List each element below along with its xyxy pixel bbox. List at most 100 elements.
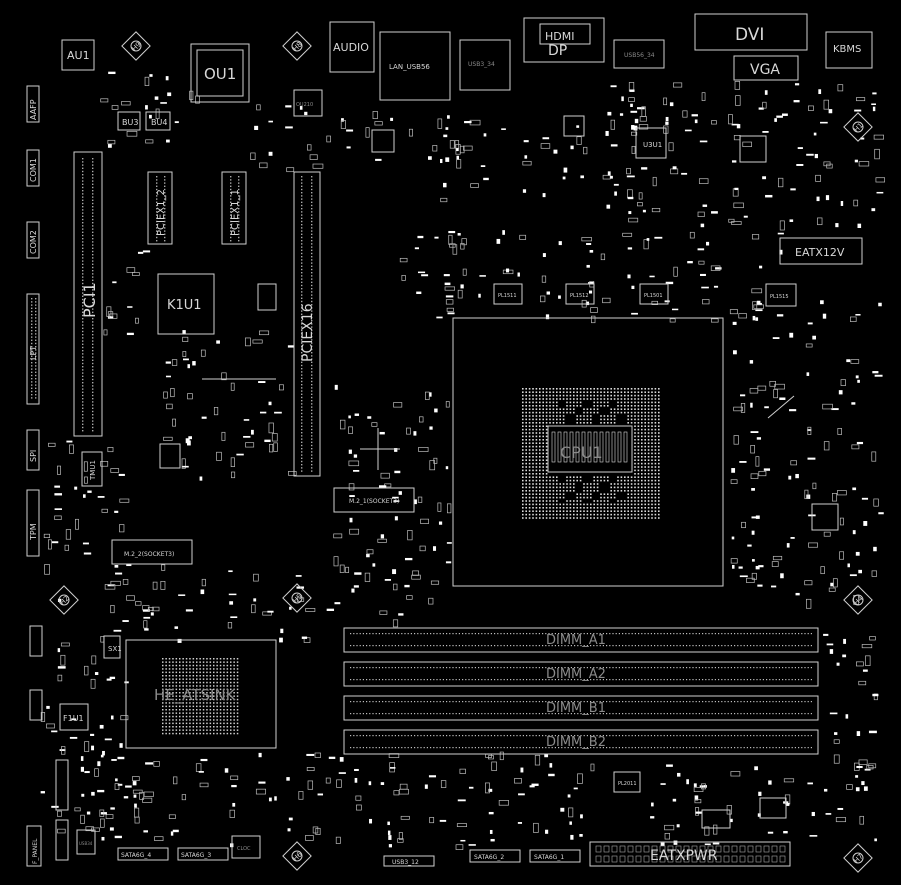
dimm-pin (574, 645, 576, 647)
pch-ball (175, 729, 178, 731)
dimm-pin (542, 701, 544, 703)
cpu-pin (627, 391, 629, 393)
pch-ball (162, 732, 164, 735)
cpu-pin (549, 500, 551, 502)
passive-component (456, 823, 467, 828)
pch-ball (168, 726, 171, 728)
label-sata6g-3: SATA6G_3 (181, 852, 211, 859)
pch-ball (172, 661, 174, 663)
pcie-pin (238, 179, 240, 181)
pci-pin (82, 327, 84, 329)
dimm-pin (743, 735, 745, 737)
pch-ball (196, 726, 198, 728)
passive-component (449, 140, 455, 149)
dimm-pin (548, 701, 550, 703)
solder-pad (490, 838, 495, 842)
solder-pad (627, 247, 633, 250)
cpu-pin (566, 479, 568, 482)
cpu-pin (600, 422, 602, 424)
cpu-pin (634, 500, 636, 502)
pci-pin (82, 308, 84, 310)
dimm-pin (353, 735, 355, 737)
cpu-pin (542, 503, 544, 506)
pch-ball (226, 678, 229, 680)
cpu-pin (559, 394, 561, 397)
solder-pad (434, 408, 438, 413)
lpt-pin (35, 330, 37, 332)
pch-ball (213, 702, 215, 704)
pcie-pin (164, 214, 166, 216)
dimm-pin (673, 633, 675, 635)
cpu-pin (579, 388, 582, 390)
pcie16-pin (301, 358, 303, 360)
solder-pad (372, 563, 376, 567)
lpt-pin (35, 390, 37, 393)
dimm-pin (503, 633, 505, 635)
pch-ball (216, 702, 218, 704)
cpu-pin (586, 394, 589, 397)
cpu-pin (634, 401, 636, 404)
passive-component (455, 844, 464, 850)
cpu-pin (607, 513, 609, 516)
pch-ball (219, 668, 222, 670)
cpu-pin (532, 398, 534, 400)
cpu-pin (522, 462, 524, 465)
dimm-pin (586, 679, 588, 681)
cpu-pin (539, 490, 541, 492)
cpu-pin (603, 422, 606, 424)
cpu-pin (641, 476, 643, 478)
passive-component (733, 406, 743, 412)
cpu-pin (586, 510, 589, 512)
solder-pad (820, 300, 824, 305)
cpu-pin (630, 388, 633, 390)
dimm-pin (750, 713, 752, 715)
pch-ball (233, 709, 235, 711)
pch-ball (179, 688, 181, 691)
dimm-pin (538, 713, 540, 715)
dimm-pin (753, 735, 755, 737)
atx-pin (619, 845, 626, 853)
pch-ball (165, 678, 167, 680)
solder-pad (686, 779, 689, 785)
cpu-pin (641, 418, 643, 421)
cpu-pin (641, 422, 643, 424)
cpu-pin (566, 398, 568, 400)
lan-usb-connector (379, 31, 451, 101)
cpu-window-contact (617, 431, 622, 463)
pcie-pin (238, 236, 240, 239)
cpu-pin (528, 510, 531, 512)
cpu-pin (627, 394, 629, 397)
passive-component (84, 741, 90, 752)
cpu-pin (600, 500, 602, 502)
pci-pin (82, 401, 84, 403)
dimm-pin (727, 667, 729, 669)
dimm-pin (670, 633, 672, 635)
solder-pad (353, 454, 358, 458)
cpu-pin (579, 517, 582, 519)
cpu-pin (535, 479, 538, 482)
pch-ball (216, 722, 218, 725)
pcie16-pin (301, 348, 303, 351)
cpu-pin (562, 388, 565, 390)
cpu-pin (525, 513, 527, 516)
dimm-pin (682, 679, 684, 681)
cpu-pin (644, 486, 646, 489)
lpt-pin (31, 326, 33, 329)
dimm-pin (609, 701, 611, 703)
pcie16-pin (311, 460, 313, 463)
atx-pin (715, 855, 722, 863)
passive-component (135, 601, 142, 606)
dimm-pin (526, 747, 528, 749)
dimm-pin (446, 713, 448, 715)
pch-ball (202, 729, 205, 731)
cpu-pin (586, 486, 589, 489)
passive-component (631, 131, 638, 136)
lpt-pin (31, 333, 33, 335)
pci-pin (82, 209, 84, 211)
dimm-pin (401, 667, 403, 669)
label-cloc: CLOC (237, 846, 251, 852)
dimm-pin (730, 735, 732, 737)
cpu-pin (630, 479, 633, 482)
solder-pad (697, 248, 705, 251)
passive-component (693, 787, 704, 792)
